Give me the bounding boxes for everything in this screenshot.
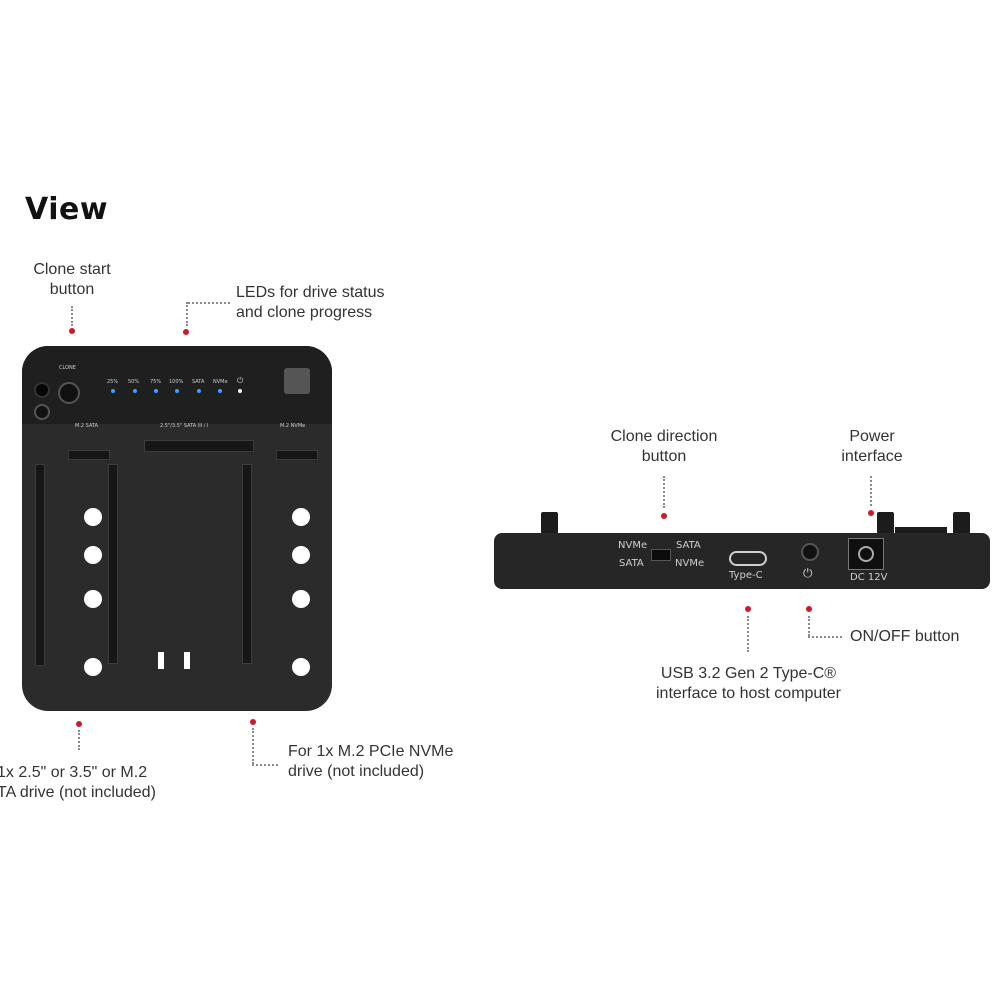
power-icon: ⏻: [237, 376, 244, 385]
callout-sata-drive: 1x 2.5" or 3.5" or M.2 TA drive (not inc…: [0, 763, 156, 803]
leader-clone-direction: [663, 476, 665, 508]
marker-sata-drive: [76, 721, 82, 727]
usb-c-port[interactable]: [729, 551, 767, 566]
side-post-2: [877, 512, 894, 534]
marker-leds: [183, 329, 189, 335]
switch-left-top: NVMe: [618, 540, 648, 551]
callout-clone-direction: Clone direction button: [594, 427, 734, 467]
switch-left-bottom: SATA: [619, 558, 644, 569]
page-title: View: [25, 192, 109, 227]
mount-hole-left-1: [84, 508, 102, 526]
callout-sata-drive-line1: 1x 2.5" or 3.5" or M.2: [0, 764, 148, 781]
status-indicator-1: [34, 382, 50, 398]
left-rail: [35, 464, 45, 666]
switch-right-bottom: NVMe: [675, 558, 705, 569]
leader-leds-v: [186, 302, 188, 326]
mount-hole-right-3: [292, 590, 310, 608]
callout-usb: USB 3.2 Gen 2 Type-C® interface to host …: [636, 664, 861, 704]
led-label-nvme: NVMe: [213, 379, 228, 385]
marker-usb: [745, 606, 751, 612]
slot-label-m2-nvme: M.2 NVMe: [280, 423, 306, 429]
led-power: [238, 389, 242, 393]
slot-label-sata-bay: 2.5"/3.5" SATA III / I: [160, 423, 209, 429]
callout-clone-start: Clone start button: [22, 260, 122, 300]
callout-power-interface: Power interface: [822, 427, 922, 467]
side-post-1: [541, 512, 558, 534]
dock-top-view: CLONE 25% 50% 75% 100% SATA NVMe ⏻ M.2 S…: [22, 346, 332, 711]
m2-sata-connector: [68, 450, 110, 460]
side-post-3: [953, 512, 970, 534]
retention-clip-right: [184, 652, 190, 669]
callout-power-interface-line2: interface: [841, 448, 903, 465]
marker-clone-direction: [661, 513, 667, 519]
leader-usb: [747, 616, 749, 652]
callout-leds: LEDs for drive status and clone progress: [236, 283, 385, 323]
mount-hole-right-1: [292, 508, 310, 526]
retention-clip-left: [158, 652, 164, 669]
led-label-100: 100%: [169, 379, 184, 385]
callout-clone-direction-line1: Clone direction: [610, 428, 718, 445]
led-label-75: 75%: [150, 379, 162, 385]
marker-clone-start: [69, 328, 75, 334]
callout-power-interface-line1: Power: [849, 428, 895, 445]
side-ridge: [895, 527, 947, 535]
marker-nvme-drive: [250, 719, 256, 725]
mount-hole-right-2: [292, 546, 310, 564]
leader-sata-drive: [78, 730, 80, 750]
led-sata: [197, 389, 201, 393]
dc-label: DC 12V: [850, 572, 888, 583]
callout-usb-line2: interface to host computer: [656, 685, 841, 702]
leader-leds-h: [188, 302, 230, 304]
marker-power-interface: [868, 510, 874, 516]
mount-hole-right-4: [292, 658, 310, 676]
dock-side-view: NVMe SATA SATA NVMe Type-C ⏻ DC 12V: [494, 533, 990, 589]
switch-right-top: SATA: [676, 540, 701, 551]
onoff-button[interactable]: [801, 543, 819, 561]
dc-jack-pin: [858, 546, 874, 562]
leader-clone-start: [71, 306, 73, 326]
led-25: [111, 389, 115, 393]
callout-onoff: ON/OFF button: [850, 628, 960, 645]
callout-clone-start-line1: Clone start: [33, 261, 111, 278]
callout-nvme-drive: For 1x M.2 PCIe NVMe drive (not included…: [288, 742, 453, 782]
inner-left-rail: [108, 464, 118, 664]
led-nvme: [218, 389, 222, 393]
callout-leds-line2: and clone progress: [236, 304, 373, 321]
led-50: [133, 389, 137, 393]
clone-direction-switch[interactable]: [651, 549, 671, 561]
dc-power-jack[interactable]: [848, 538, 884, 570]
mount-hole-left-4: [84, 658, 102, 676]
logo-cube-icon: [284, 368, 310, 394]
m2-nvme-connector: [276, 450, 318, 460]
led-label-50: 50%: [128, 379, 140, 385]
callout-sata-drive-line2: TA drive (not included): [0, 784, 156, 801]
leader-onoff-h: [808, 636, 842, 638]
usb-c-label: Type-C: [729, 570, 763, 581]
inner-right-rail: [242, 464, 252, 664]
callout-nvme-drive-line1: For 1x M.2 PCIe NVMe: [288, 743, 454, 760]
callout-clone-start-line2: button: [49, 281, 95, 298]
callout-usb-line1: USB 3.2 Gen 2 Type-C®: [660, 665, 837, 682]
mount-hole-left-3: [84, 590, 102, 608]
callout-nvme-drive-line2: drive (not included): [288, 763, 425, 780]
callout-clone-direction-line2: button: [641, 448, 687, 465]
sata-bay-connector: [144, 440, 254, 452]
led-label-25: 25%: [107, 379, 119, 385]
led-75: [154, 389, 158, 393]
callout-leds-line1: LEDs for drive status: [236, 284, 385, 301]
leader-power-interface: [870, 476, 872, 506]
status-indicator-2: [34, 404, 50, 420]
marker-onoff: [806, 606, 812, 612]
onoff-power-icon: ⏻: [803, 566, 813, 580]
mount-hole-left-2: [84, 546, 102, 564]
slot-label-m2-sata: M.2 SATA: [75, 423, 99, 429]
led-100: [175, 389, 179, 393]
led-label-sata: SATA: [192, 379, 205, 385]
leader-onoff-v: [808, 616, 810, 636]
clone-label: CLONE: [59, 365, 76, 371]
leader-nvme-drive-v: [252, 728, 254, 764]
clone-start-button[interactable]: [58, 382, 80, 404]
leader-nvme-drive-h: [252, 764, 278, 766]
